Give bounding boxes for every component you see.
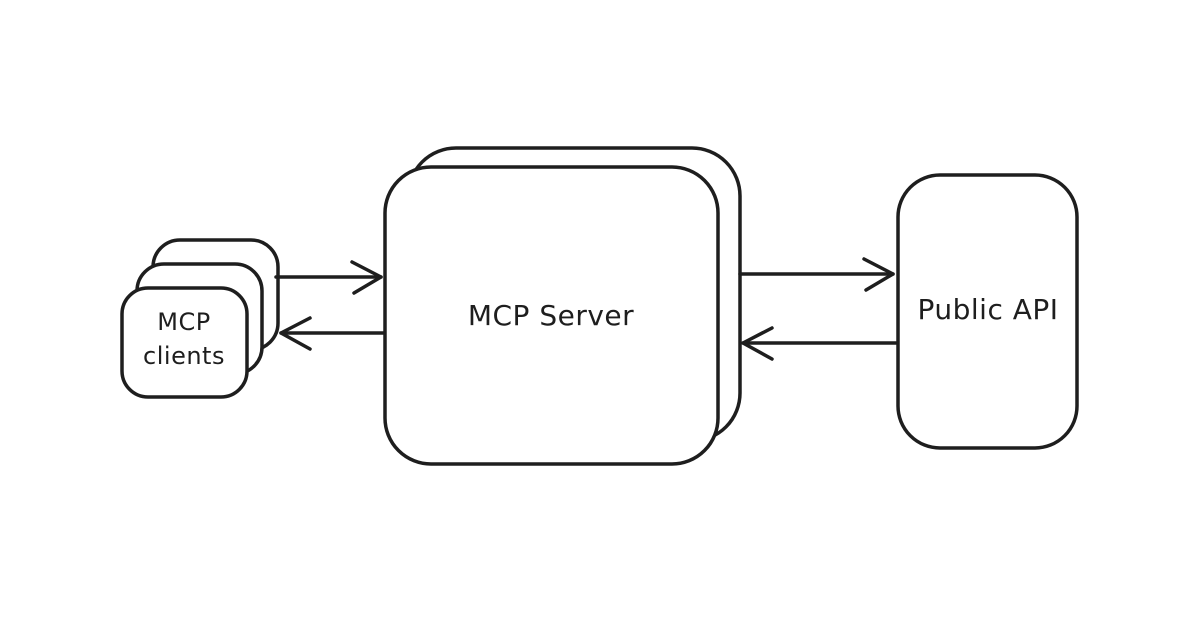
arrow-left-head-icon xyxy=(741,326,774,361)
clients-label-line-1: MCP xyxy=(157,308,210,336)
mcp-server-node: MCP Server xyxy=(383,146,742,466)
public-api-node: Public API xyxy=(896,173,1079,450)
api-label: Public API xyxy=(917,293,1058,326)
arrow-right-head-icon xyxy=(862,257,895,292)
arrow-right-head-icon xyxy=(350,260,383,295)
arrow-server-to-clients xyxy=(279,316,386,351)
server-label: MCP Server xyxy=(468,299,634,332)
arrow-left-head-icon xyxy=(279,316,312,351)
api-box xyxy=(896,173,1079,450)
clients-card-front xyxy=(120,286,249,399)
arrow-server-to-api xyxy=(738,257,895,292)
arrow-api-to-server xyxy=(741,326,898,361)
edges xyxy=(274,257,898,361)
clients-label-line-2: clients xyxy=(143,342,225,370)
arrow-clients-to-server xyxy=(274,260,383,295)
mcp-clients-node: MCP clients xyxy=(120,238,280,399)
server-box-front xyxy=(383,165,720,466)
